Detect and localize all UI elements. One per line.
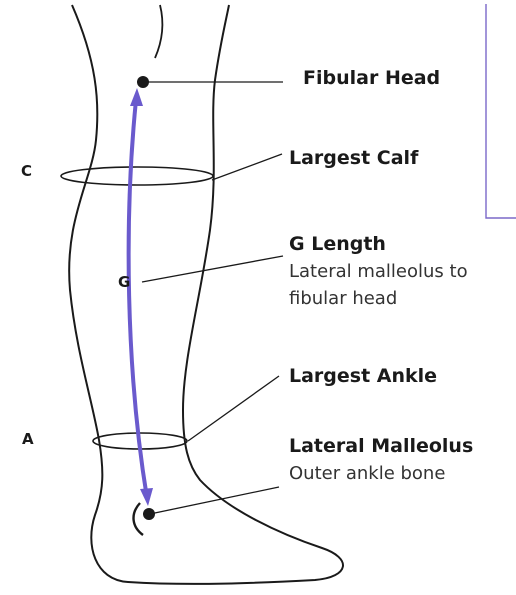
ankle-bone-curve (134, 503, 143, 535)
marker-c: C (21, 162, 32, 180)
lateral-malleolus-leader (150, 487, 279, 514)
marker-g: G (118, 273, 130, 291)
label-lateral-malleolus-title: Lateral Malleolus (289, 435, 473, 457)
g-length-arrowhead-bottom (140, 488, 153, 506)
label-lateral-malleolus-desc: Outer ankle bone (289, 463, 445, 484)
label-fibular-head: Fibular Head (303, 67, 440, 89)
g-length-arrow (129, 100, 147, 498)
label-largest-ankle: Largest Ankle (289, 365, 437, 387)
info-box-frame (486, 4, 516, 218)
g-length-arrowhead-top (130, 88, 143, 106)
label-g-length-desc-1: Lateral malleolus to (289, 261, 468, 282)
label-largest-calf: Largest Calf (289, 147, 419, 169)
g-length-leader (142, 256, 283, 282)
lateral-malleolus-dot (143, 508, 155, 520)
largest-calf-leader (212, 154, 282, 180)
label-g-length-desc-2: fibular head (289, 288, 397, 309)
largest-ankle-leader (188, 376, 279, 441)
knee-contour (155, 5, 162, 58)
label-g-length-title: G Length (289, 233, 386, 255)
calf-circumference-line (61, 167, 213, 185)
marker-a: A (22, 430, 34, 448)
